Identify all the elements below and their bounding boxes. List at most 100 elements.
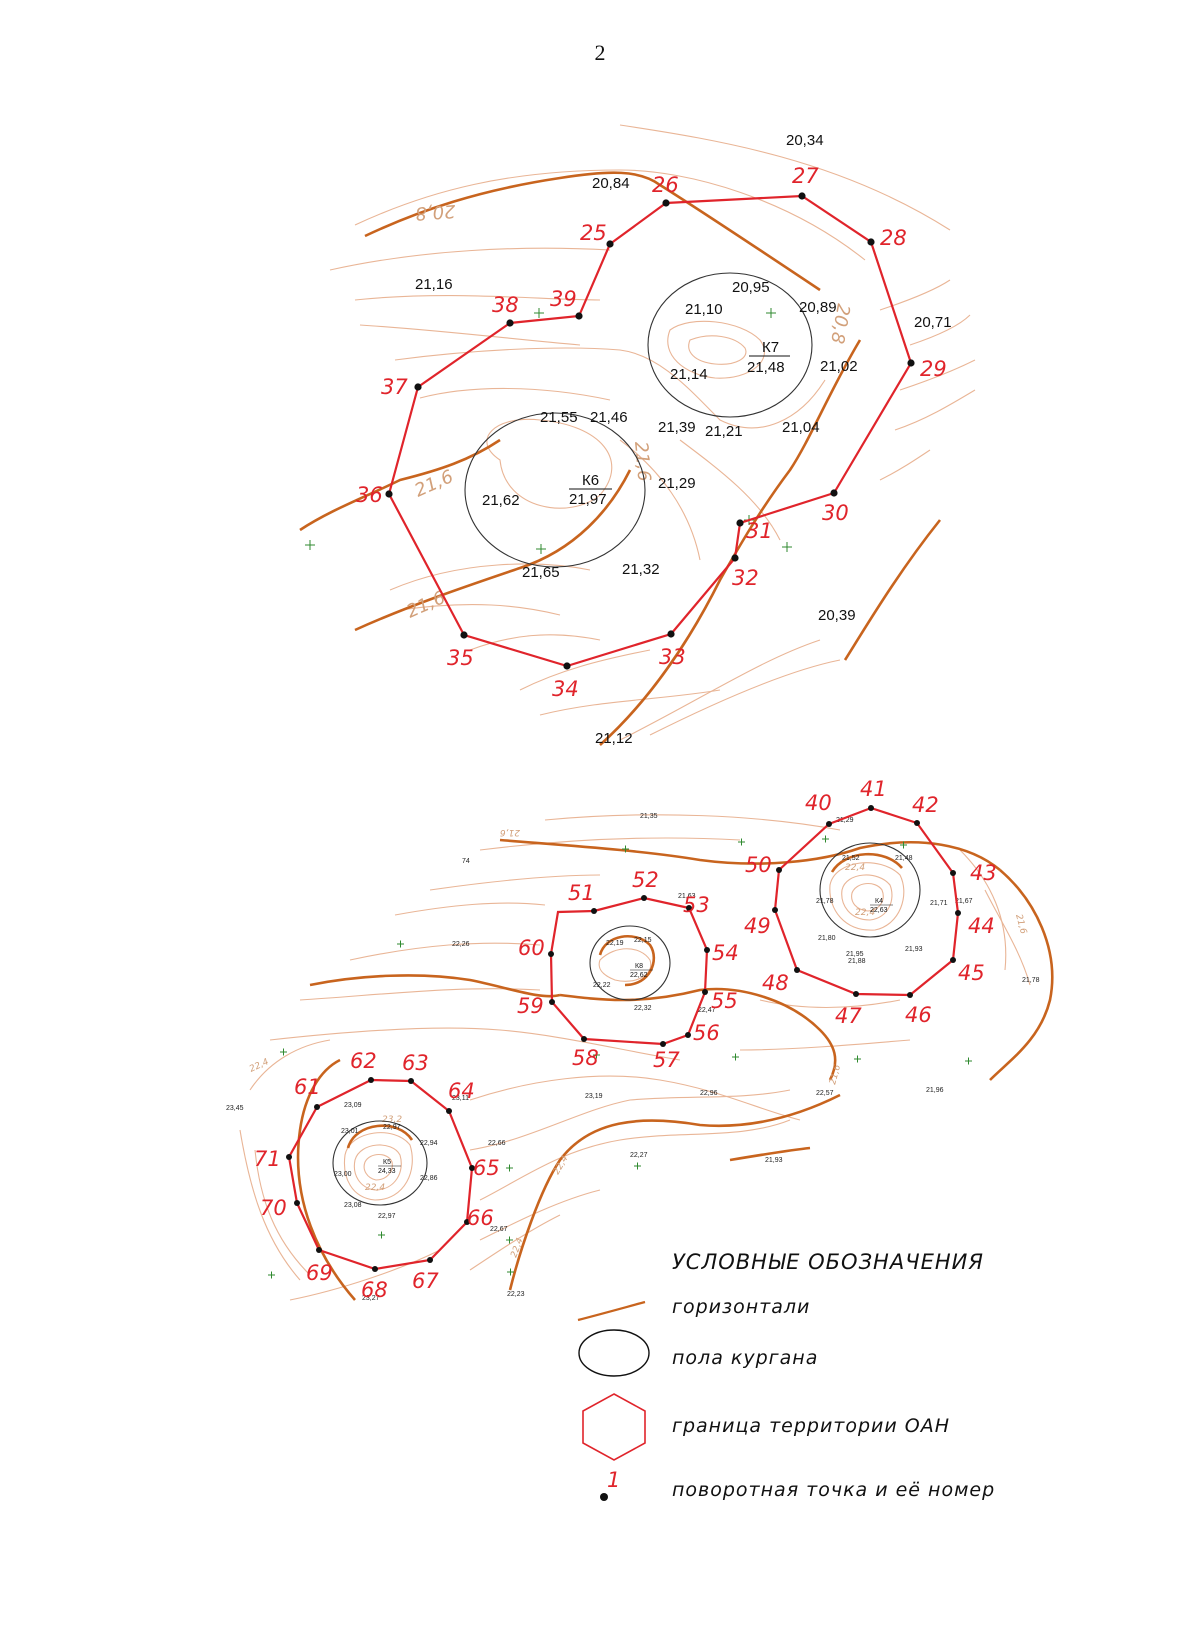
point-label: 35: [447, 646, 474, 670]
spot-height: 22,26: [452, 941, 470, 948]
spot-height: 21,95: [846, 951, 864, 958]
mound-k6: К6 21,97: [569, 472, 612, 508]
point-label: 71: [254, 1147, 281, 1171]
mound-outline-symbol: [578, 1329, 650, 1377]
contour-label: 22,4: [845, 863, 865, 873]
spot-height: 21,12: [595, 730, 633, 747]
point-label: 29: [920, 357, 947, 381]
turning-point-labels-bottom: 40 41 42 43 44 45 46 47 48 49 50 51 52 5…: [254, 777, 997, 1302]
mound-k5-base: [332, 1120, 428, 1206]
spot-height: 20,95: [732, 279, 770, 296]
spot-height: 23,08: [344, 1202, 362, 1209]
point-label: 47: [835, 1004, 862, 1028]
spot-height: 22,47: [698, 1007, 716, 1014]
spot-height: 22,97: [383, 1124, 401, 1131]
point-label: 34: [552, 677, 579, 701]
mound-name: К8: [635, 963, 643, 970]
spot-height: 21,55: [540, 409, 578, 426]
spot-height: 20,89: [799, 299, 837, 316]
point-label: 56: [693, 1021, 720, 1045]
point-label: 68: [361, 1278, 388, 1302]
mound-name: К5: [383, 1159, 391, 1166]
point-label: 55: [711, 989, 738, 1013]
mound-elevation: 24,33: [378, 1168, 396, 1175]
spot-height: 22,57: [816, 1090, 834, 1097]
spot-height: 21,88: [848, 958, 866, 965]
spot-height: 22,96: [700, 1090, 718, 1097]
spot-height: 21,93: [765, 1157, 783, 1164]
legend-label: поворотная точка и её номер: [672, 1479, 995, 1501]
contour-label: 22,4: [855, 908, 875, 918]
mound-k6-base: [464, 412, 646, 568]
spot-height: 22,15: [634, 937, 652, 944]
mound-k4-base: [819, 842, 921, 938]
point-label: 66: [467, 1206, 494, 1230]
point-label: 42: [912, 793, 939, 817]
legend-item-boundary: граница территории ОАН: [582, 1393, 950, 1461]
point-label: 70: [260, 1196, 287, 1220]
oan-boundary-k4: [773, 806, 960, 997]
spot-height: 23,11: [452, 1095, 469, 1102]
spot-heights-top: 20,34 20,84 21,16 20,95 21,10 20,89 20,7…: [415, 132, 952, 747]
legend-item-contours: горизонтали: [577, 1296, 810, 1322]
hexagon-symbol: [582, 1393, 646, 1461]
turning-point-symbol: [600, 1493, 608, 1501]
spot-height: 21,62: [482, 492, 520, 509]
point-label: 61: [294, 1075, 321, 1099]
spot-height: 21,39: [658, 419, 696, 436]
turning-points-top: [385, 192, 915, 670]
spot-height: 22,23: [507, 1291, 525, 1298]
contour-label: 22,4: [365, 1183, 385, 1193]
mound-k8: К8 22,62: [630, 963, 653, 979]
contour-label: 21,6: [500, 827, 520, 837]
spot-height: 21,96: [926, 1087, 944, 1094]
mound-k5: К5 24,33: [378, 1159, 401, 1175]
point-label: 26: [652, 173, 679, 197]
point-label: 64: [448, 1079, 475, 1103]
spot-height: 20,84: [592, 175, 630, 192]
plan-top: 20,8 20,8 21,6 21,6 21,6 К7 21,48 К6 21,…: [299, 124, 976, 747]
page-number: 2: [595, 40, 606, 65]
point-label: 43: [970, 861, 997, 885]
spot-height: 21,65: [522, 564, 560, 581]
point-label: 62: [350, 1049, 377, 1073]
point-label: 48: [762, 971, 789, 995]
legend-title: УСЛОВНЫЕ ОБОЗНАЧЕНИЯ: [672, 1250, 984, 1274]
spot-height: 21,67: [955, 898, 973, 905]
spot-height: 22,67: [490, 1226, 508, 1233]
point-label: 41: [860, 777, 887, 801]
spot-height: 21,21: [705, 423, 743, 440]
point-label: 28: [880, 226, 907, 250]
mound-name: К6: [582, 472, 599, 489]
point-label: 38: [492, 293, 519, 317]
spot-height: 22,19: [606, 940, 624, 947]
point-label: 49: [744, 914, 771, 938]
spot-height: 23,45: [226, 1105, 244, 1112]
oan-boundary-top: [387, 194, 913, 668]
point-label: 46: [905, 1003, 932, 1027]
legend-item-point: 1 поворотная точка и её номер: [600, 1468, 995, 1501]
legend-label: граница территории ОАН: [672, 1415, 950, 1437]
point-label: 52: [632, 868, 659, 892]
spot-height: 21,78: [1022, 977, 1040, 984]
spot-height: 22,86: [420, 1175, 438, 1182]
spot-height: 21,80: [818, 935, 836, 942]
point-label: 63: [402, 1051, 429, 1075]
legend-label: горизонтали: [672, 1296, 810, 1318]
contours-bottom: [239, 814, 1054, 1301]
oan-boundary-k8: [549, 896, 709, 1046]
point-label: 50: [745, 853, 772, 877]
legend-point-number: 1: [607, 1468, 620, 1492]
spot-height: 21,32: [622, 561, 660, 578]
plan-bottom: 21,6 21,6 22,4 22,4 22,4 23,2 22,4 21,6 …: [226, 777, 1054, 1302]
point-label: 54: [712, 941, 739, 965]
mound-name: К7: [762, 339, 779, 356]
mound-elevation: 22,62: [630, 972, 648, 979]
mound-elevation: 22,63: [870, 907, 888, 914]
mound-k7: К7 21,48: [747, 339, 790, 376]
spot-height: 21,16: [415, 276, 453, 293]
spot-height: 22,22: [593, 982, 611, 989]
legend-label: пола кургана: [672, 1347, 818, 1369]
spot-height: 21,29: [658, 475, 696, 492]
